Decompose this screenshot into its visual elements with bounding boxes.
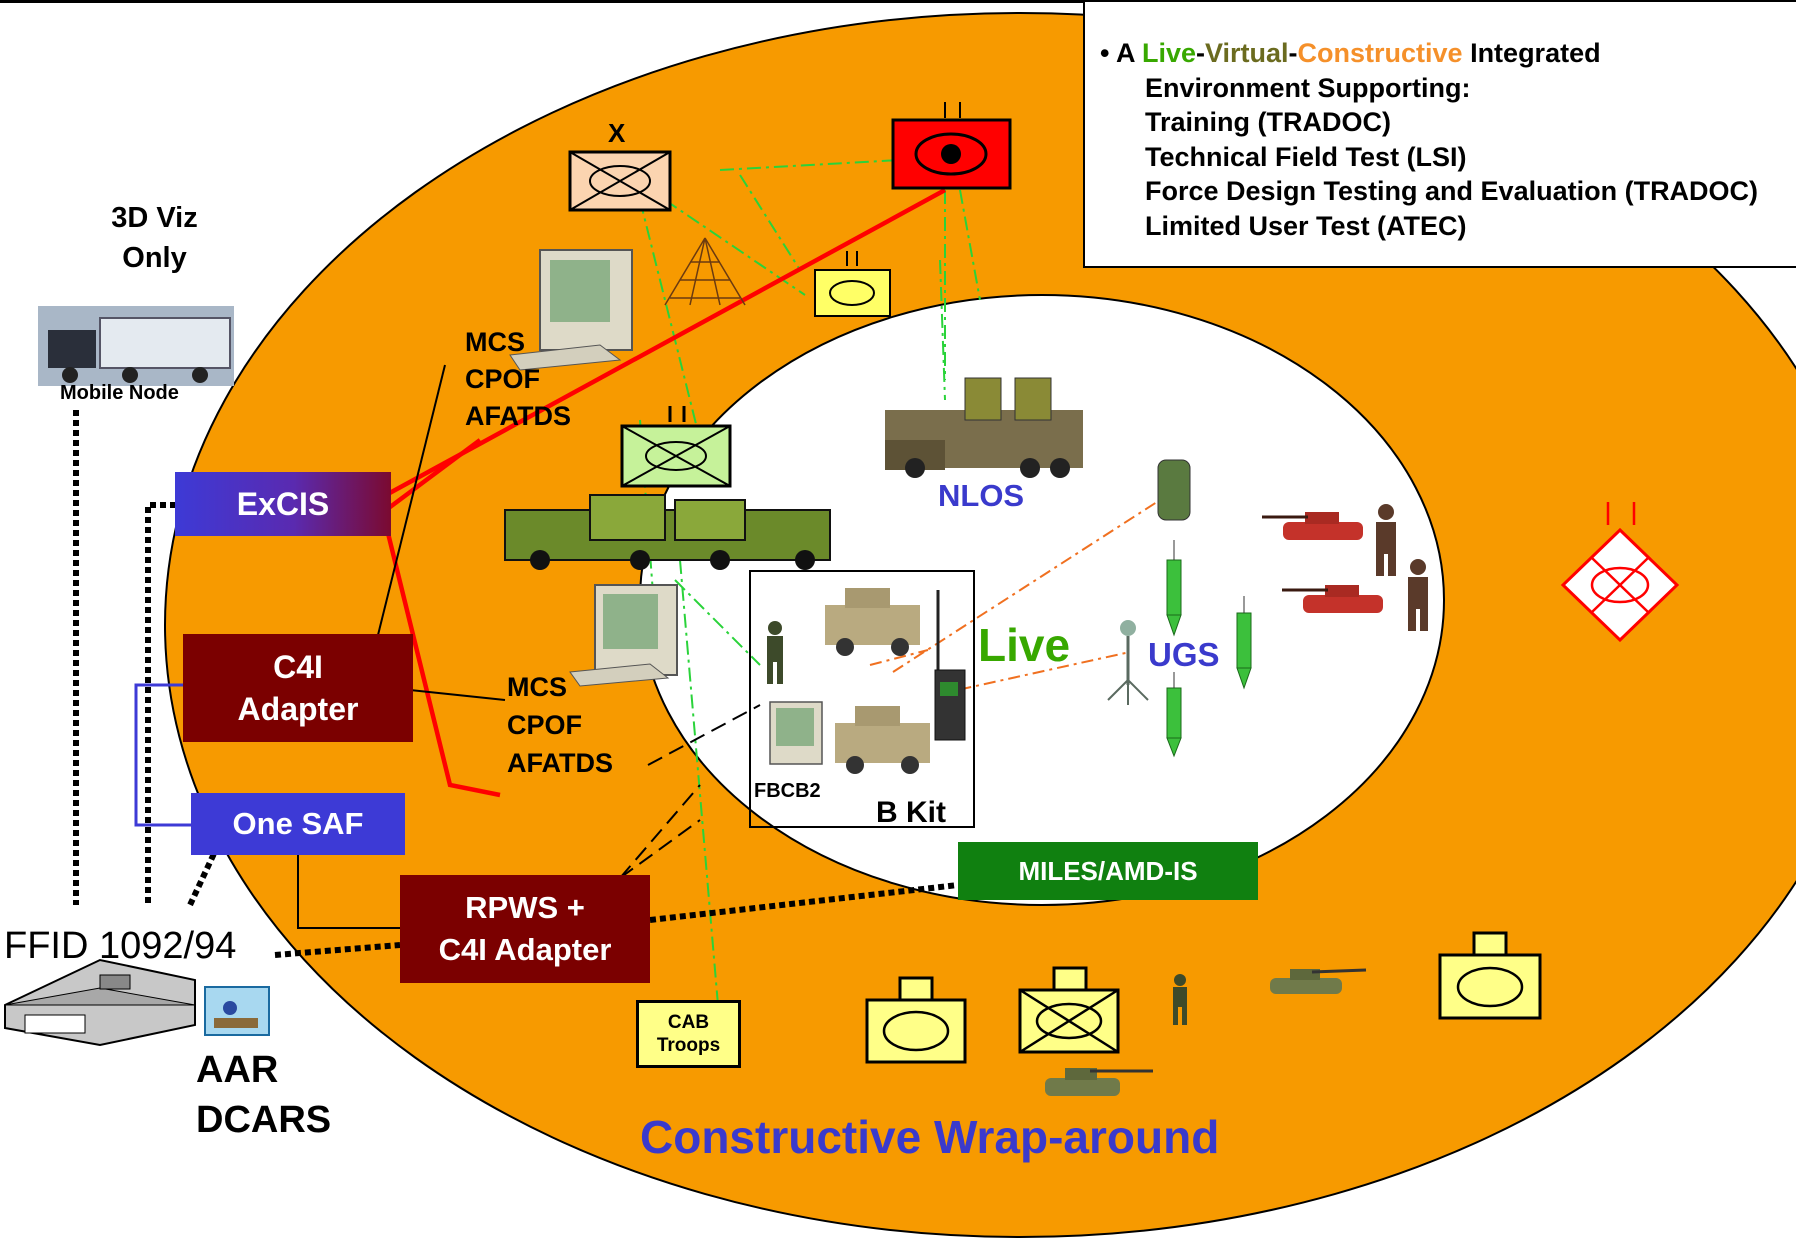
soldier-icon-3 [1408, 559, 1428, 631]
info-box: • A Live-Virtual-Constructive Integrated… [1083, 0, 1796, 268]
rpws-box: RPWS + C4I Adapter [400, 875, 650, 983]
ugs-box-sensor-icon [1157, 459, 1191, 521]
aar-line2: DCARS [196, 1099, 332, 1141]
enemy-unit-symbol [891, 102, 1012, 190]
one-saf-box: One SAF [191, 793, 405, 855]
mcs-bottom-line3: AFATDS [507, 748, 613, 778]
c4i-adapter-box: C4I Adapter [183, 634, 413, 742]
mobile-node-label: Mobile Node [60, 382, 179, 404]
rpws-line1: RPWS + [465, 890, 585, 925]
info-line-5: Limited User Test (ATEC) [1145, 210, 1467, 241]
brigade-unit-symbol [568, 150, 672, 212]
ugs-label: UGS [1148, 636, 1220, 673]
aar-line1: AAR [196, 1049, 279, 1091]
info-line-2: Training (TRADOC) [1145, 107, 1391, 137]
miles-box: MILES/AMD-IS [958, 842, 1258, 900]
info-constructive: Constructive [1297, 38, 1463, 68]
soldier-icon-2 [1376, 504, 1396, 576]
tank-icon [1262, 512, 1363, 540]
command-vehicle-icon [504, 494, 831, 570]
soldier-icon-4 [1173, 974, 1187, 1025]
radio-handset-icon [934, 590, 966, 741]
mcs-bottom-line2: CPOF [507, 710, 583, 740]
yellow-unit-bottom-1 [865, 976, 967, 1064]
tank-icon-2 [1282, 585, 1383, 613]
info-line-1: Environment Supporting: [1145, 72, 1471, 103]
humvee-icon-2 [835, 706, 930, 774]
bkit-label: B Kit [876, 796, 946, 829]
mcs-top-label: MCS CPOF AFATDS [465, 324, 571, 435]
soldier-icon [767, 621, 783, 684]
info-line-3: Technical Field Test (LSI) [1145, 141, 1467, 172]
info-bullet: • [1100, 38, 1110, 68]
yellow-unit-symbol [814, 251, 891, 317]
dashed-links [619, 704, 761, 879]
nlos-launcher-truck-icon [885, 377, 1083, 478]
info-dash1: - [1195, 38, 1205, 68]
info-live: Live [1141, 38, 1196, 68]
ugs-pod-sensor-icon [1107, 620, 1149, 705]
tank-icon-4 [1045, 1068, 1153, 1096]
blue-bracket [134, 683, 192, 827]
info-first-line: • A Live-Virtual-Constructive Integrated [1100, 36, 1796, 71]
facility-building-icon [4, 958, 196, 1047]
nlos-label: NLOS [938, 478, 1025, 513]
fbcb2-terminal-icon [769, 701, 823, 765]
tank-icon-3 [1270, 968, 1367, 994]
info-intro: A [1115, 38, 1142, 68]
excis-box: ExCIS [175, 472, 391, 536]
brigade-x-label: X [608, 118, 626, 148]
rpws-line2: C4I Adapter [438, 932, 612, 967]
viz3d-line1: 3D Viz [111, 202, 198, 234]
aar-label: AAR DCARS [196, 1045, 356, 1145]
computer-terminal-icon-2 [569, 584, 678, 687]
yellow-unit-bottom-3 [1438, 931, 1542, 1020]
computer-terminal-icon [509, 249, 633, 371]
dotted-links [73, 410, 959, 958]
enemy-diamond-symbol [1560, 502, 1680, 643]
ffid-label: FFID 1092/94 [4, 925, 237, 967]
info-virtual: Virtual [1204, 38, 1289, 68]
bkit-frame [749, 570, 975, 828]
ugs-sensor-icon [1166, 540, 1252, 758]
viz3d-line2: Only [122, 242, 187, 274]
red-links [383, 188, 947, 798]
cab-line1: CAB [667, 1012, 710, 1033]
antenna-tower-icon [664, 237, 746, 306]
humvee-icon [825, 588, 920, 656]
black-links [297, 364, 506, 929]
mcs-top-line3: AFATDS [465, 401, 571, 431]
yellow-unit-bottom-2 [1018, 966, 1120, 1054]
c4i-line2: Adapter [237, 691, 359, 727]
mcs-bottom-label: MCS CPOF AFATDS [507, 668, 613, 782]
mcs-top-line1: MCS [465, 327, 525, 357]
info-dash2: - [1288, 38, 1298, 68]
fbcb2-label: FBCB2 [754, 780, 821, 802]
c4i-line1: C4I [273, 649, 323, 685]
green-unit-symbol [620, 406, 732, 488]
info-line-4: Force Design Testing and Evaluation (TRA… [1145, 176, 1759, 206]
info-integrated: Integrated [1462, 38, 1601, 68]
mcs-top-line2: CPOF [465, 364, 541, 394]
mcs-bottom-line1: MCS [507, 672, 567, 702]
viz3d-label: 3D Viz Only [82, 198, 227, 278]
aar-terminal-icon [204, 986, 270, 1036]
cab-troops-box: CAB Troops [636, 1000, 741, 1068]
live-label: Live [978, 619, 1071, 671]
cab-line2: Troops [656, 1035, 721, 1056]
truck-trailer-icon [38, 306, 234, 386]
constructive-wraparound-label: Constructive Wrap-around [640, 1111, 1220, 1163]
